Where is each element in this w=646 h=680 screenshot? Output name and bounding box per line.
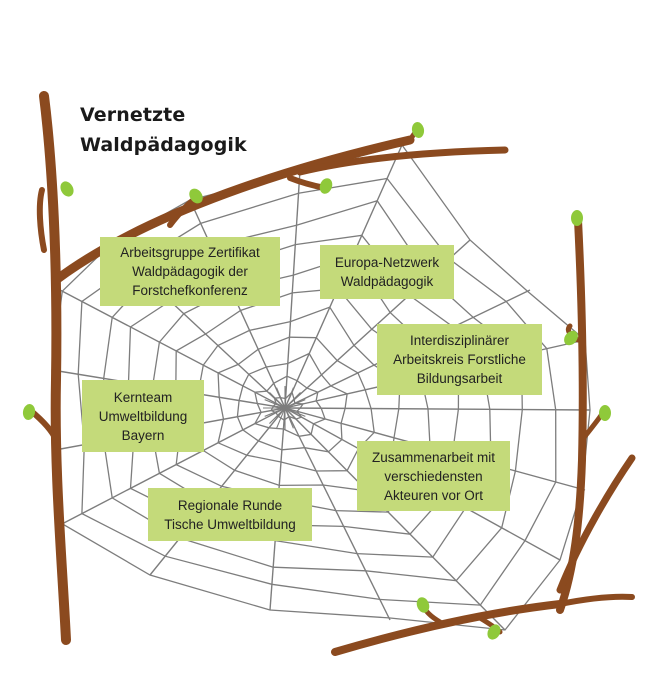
web-hub-thread <box>264 399 306 417</box>
leaves <box>22 122 611 640</box>
branch <box>331 600 564 656</box>
leaf-bud <box>22 404 36 420</box>
web-ring <box>253 375 326 437</box>
web-spoke <box>59 289 286 409</box>
leaf-bud <box>571 210 583 226</box>
web-spoke <box>284 407 591 411</box>
web-spoke <box>284 169 301 409</box>
branches <box>27 91 636 656</box>
branch <box>39 91 71 645</box>
web-spoke <box>284 407 391 621</box>
leaf-bud <box>411 122 425 138</box>
leaf-bud <box>487 624 501 640</box>
box-kernteam-line-1: Kernteam <box>113 389 173 405</box>
leaf-bud <box>189 188 203 204</box>
branch <box>296 146 509 176</box>
box-zusammenarbeit-line-3: Akteuren vor Ort <box>383 487 484 503</box>
box-kernteam: Kernteam Umweltbildung Bayern <box>82 380 204 452</box>
box-interdisziplinaer-line-2: Arbeitskreis Forstliche <box>393 352 526 367</box>
box-arbeitsgruppe: Arbeitsgruppe Zertifikat Waldpädagogik d… <box>100 237 280 306</box>
web-ring <box>236 352 348 453</box>
box-arbeitsgruppe-line-3: Forstchefkonferenz <box>132 283 248 298</box>
box-arbeitsgruppe-line-2: Waldpädagogik der <box>132 264 248 279</box>
web-ring <box>217 336 375 472</box>
branch <box>51 135 415 285</box>
title-line-2: Waldpädagogik <box>80 134 247 156</box>
leaf-bud <box>60 181 74 197</box>
branch <box>556 454 636 594</box>
leaf-bud <box>416 597 430 613</box>
box-zusammenarbeit-line-1: Zusammenarbeit mit <box>371 449 496 465</box>
box-interdisziplinaer: Interdisziplinärer Arbeitskreis Forstlic… <box>377 324 542 395</box>
branch <box>557 593 635 607</box>
box-europa-line-2: Waldpädagogik <box>340 274 434 289</box>
box-regionale: Regionale Runde Tische Umweltbildung <box>148 488 312 541</box>
box-europa: Europa-Netzwerk Waldpädagogik <box>320 245 454 299</box>
box-zusammenarbeit-line-2: verschiedensten <box>384 468 483 484</box>
box-interdisziplinaer-line-3: Bildungsarbeit <box>416 371 503 386</box>
title-line-1: Vernetzte <box>80 104 186 126</box>
box-regionale-line-1: Regionale Runde <box>177 497 283 513</box>
box-interdisziplinaer-line-1: Interdisziplinärer <box>409 333 510 348</box>
leaf-bud <box>599 405 611 421</box>
branch <box>36 187 47 253</box>
leaf-bud <box>319 178 333 194</box>
box-zusammenarbeit: Zusammenarbeit mit verschiedensten Akteu… <box>357 441 510 511</box>
leaf-bud <box>564 330 578 346</box>
box-regionale-line-2: Tische Umweltbildung <box>164 516 296 532</box>
box-kernteam-line-2: Umweltbildung <box>98 408 188 424</box>
box-kernteam-line-3: Bayern <box>121 427 165 443</box>
box-arbeitsgruppe-line-1: Arbeitsgruppe Zertifikat <box>120 245 260 260</box>
web-spoke <box>284 407 506 631</box>
branch <box>287 175 328 191</box>
box-europa-line-1: Europa-Netzwerk <box>334 255 440 270</box>
web-spoke <box>59 407 286 526</box>
